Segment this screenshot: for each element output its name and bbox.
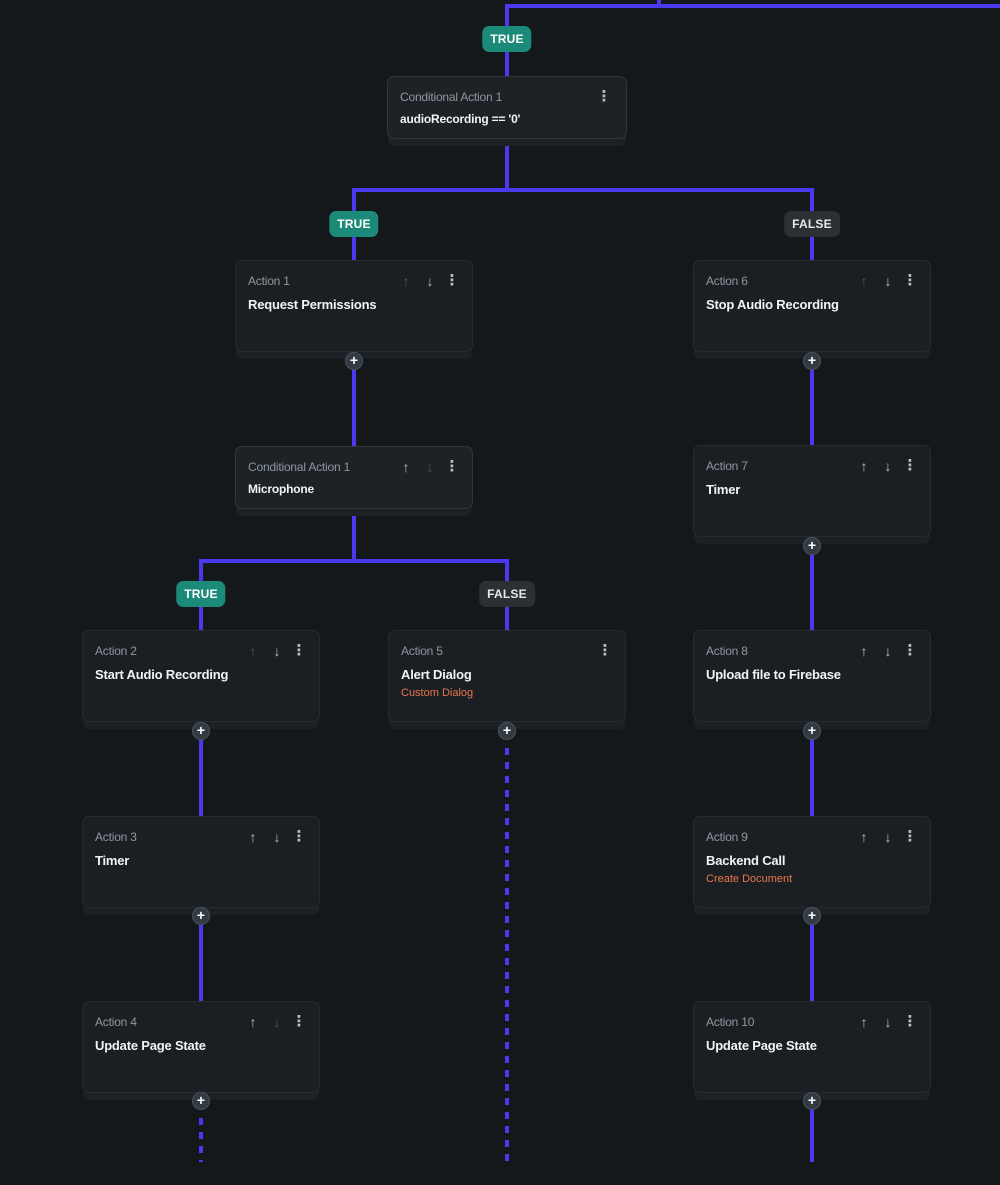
move-down-icon[interactable]: ↓ bbox=[884, 273, 892, 289]
card-title: audioRecording == '0' bbox=[400, 112, 521, 126]
move-down-icon[interactable]: ↓ bbox=[884, 458, 892, 474]
card-title: Alert Dialog bbox=[401, 667, 472, 682]
move-up-icon[interactable]: ↑ bbox=[249, 643, 257, 659]
action-card-request-permissions[interactable]: Action 1 Request Permissions ↑ ↓ ⋮ bbox=[235, 260, 473, 352]
card-label: Action 5 bbox=[401, 644, 443, 658]
add-action-plus-icon[interactable]: + bbox=[192, 907, 210, 925]
action-card-update-page-state[interactable]: Action 4 Update Page State ↑ ↓ ⋮ bbox=[82, 1001, 320, 1093]
move-down-icon[interactable]: ↓ bbox=[273, 643, 281, 659]
more-menu-icon[interactable]: ⋮ bbox=[597, 642, 613, 659]
card-label: Action 2 bbox=[95, 644, 137, 658]
more-menu-icon[interactable]: ⋮ bbox=[902, 457, 918, 474]
card-label: Action 8 bbox=[706, 644, 748, 658]
action-card-upload-file-to-firebase[interactable]: Action 8 Upload file to Firebase ↑ ↓ ⋮ bbox=[693, 630, 931, 722]
move-up-icon[interactable]: ↑ bbox=[860, 643, 868, 659]
more-menu-icon[interactable]: ⋮ bbox=[902, 272, 918, 289]
move-up-icon[interactable]: ↑ bbox=[402, 273, 410, 289]
move-down-icon[interactable]: ↓ bbox=[426, 459, 434, 475]
connector-cond1-split bbox=[352, 138, 814, 224]
add-action-plus-icon[interactable]: + bbox=[498, 722, 516, 740]
conditional-action-card[interactable]: Conditional Action 1 audioRecording == '… bbox=[387, 76, 627, 139]
move-up-icon[interactable]: ↑ bbox=[860, 1014, 868, 1030]
more-menu-icon[interactable]: ⋮ bbox=[902, 1013, 918, 1030]
add-action-plus-icon[interactable]: + bbox=[192, 1092, 210, 1110]
connector-cond2-split bbox=[199, 508, 509, 594]
add-action-plus-icon[interactable]: + bbox=[803, 907, 821, 925]
card-label: Action 7 bbox=[706, 459, 748, 473]
move-up-icon[interactable]: ↑ bbox=[860, 829, 868, 845]
card-title: Microphone bbox=[248, 482, 314, 496]
action-card-start-audio-recording[interactable]: Action 2 Start Audio Recording ↑ ↓ ⋮ bbox=[82, 630, 320, 722]
move-down-icon[interactable]: ↓ bbox=[884, 643, 892, 659]
action-card-timer[interactable]: Action 3 Timer ↑ ↓ ⋮ bbox=[82, 816, 320, 908]
card-title: Request Permissions bbox=[248, 297, 377, 312]
card-label: Action 6 bbox=[706, 274, 748, 288]
move-down-icon[interactable]: ↓ bbox=[884, 829, 892, 845]
card-subtitle: Custom Dialog bbox=[401, 687, 474, 699]
more-menu-icon[interactable]: ⋮ bbox=[291, 828, 307, 845]
more-menu-icon[interactable]: ⋮ bbox=[291, 642, 307, 659]
card-title: Start Audio Recording bbox=[95, 667, 229, 682]
card-label: Conditional Action 1 bbox=[400, 90, 503, 104]
add-action-plus-icon[interactable]: + bbox=[803, 352, 821, 370]
more-menu-icon[interactable]: ⋮ bbox=[444, 272, 460, 289]
more-menu-icon[interactable]: ⋮ bbox=[902, 642, 918, 659]
move-down-icon[interactable]: ↓ bbox=[884, 1014, 892, 1030]
add-action-plus-icon[interactable]: + bbox=[345, 352, 363, 370]
card-label: Action 1 bbox=[248, 274, 290, 288]
move-down-icon[interactable]: ↓ bbox=[273, 829, 281, 845]
branch-badge-true[interactable]: TRUE bbox=[329, 211, 379, 237]
branch-badge-true[interactable]: TRUE bbox=[482, 26, 532, 52]
branch-badge-false[interactable]: FALSE bbox=[784, 211, 840, 237]
add-action-plus-icon[interactable]: + bbox=[803, 537, 821, 555]
card-title: Upload file to Firebase bbox=[706, 667, 841, 682]
conditional-action-card[interactable]: Conditional Action 1 Microphone ↑ ↓ ⋮ bbox=[235, 446, 473, 509]
card-label: Action 4 bbox=[95, 1015, 137, 1029]
add-action-plus-icon[interactable]: + bbox=[192, 722, 210, 740]
branch-badge-false[interactable]: FALSE bbox=[479, 581, 535, 607]
more-menu-icon[interactable]: ⋮ bbox=[596, 88, 612, 105]
card-title: Backend Call bbox=[706, 853, 786, 868]
card-label: Action 9 bbox=[706, 830, 748, 844]
move-up-icon[interactable]: ↑ bbox=[860, 273, 868, 289]
add-action-plus-icon[interactable]: + bbox=[803, 722, 821, 740]
card-label: Action 3 bbox=[95, 830, 137, 844]
card-title: Timer bbox=[95, 853, 130, 868]
connector-root-top bbox=[505, 0, 1000, 40]
more-menu-icon[interactable]: ⋮ bbox=[444, 458, 460, 475]
add-action-plus-icon[interactable]: + bbox=[803, 1092, 821, 1110]
card-title: Update Page State bbox=[95, 1038, 206, 1053]
move-up-icon[interactable]: ↑ bbox=[860, 458, 868, 474]
card-title: Timer bbox=[706, 482, 741, 497]
move-down-icon[interactable]: ↓ bbox=[273, 1014, 281, 1030]
action-card-update-page-state[interactable]: Action 10 Update Page State ↑ ↓ ⋮ bbox=[693, 1001, 931, 1093]
card-subtitle: Create Document bbox=[706, 873, 793, 885]
action-card-backend-call[interactable]: Action 9 Backend Call Create Document ↑ … bbox=[693, 816, 931, 908]
move-down-icon[interactable]: ↓ bbox=[426, 273, 434, 289]
move-up-icon[interactable]: ↑ bbox=[402, 459, 410, 475]
move-up-icon[interactable]: ↑ bbox=[249, 829, 257, 845]
action-card-stop-audio-recording[interactable]: Action 6 Stop Audio Recording ↑ ↓ ⋮ bbox=[693, 260, 931, 352]
card-title: Stop Audio Recording bbox=[706, 297, 839, 312]
card-label: Action 10 bbox=[706, 1015, 755, 1029]
branch-badge-true[interactable]: TRUE bbox=[176, 581, 226, 607]
move-up-icon[interactable]: ↑ bbox=[249, 1014, 257, 1030]
action-card-alert-dialog[interactable]: Action 5 Alert Dialog Custom Dialog ⋮ bbox=[388, 630, 626, 722]
more-menu-icon[interactable]: ⋮ bbox=[902, 828, 918, 845]
action-card-timer[interactable]: Action 7 Timer ↑ ↓ ⋮ bbox=[693, 445, 931, 537]
more-menu-icon[interactable]: ⋮ bbox=[291, 1013, 307, 1030]
card-title: Update Page State bbox=[706, 1038, 817, 1053]
card-label: Conditional Action 1 bbox=[248, 460, 351, 474]
